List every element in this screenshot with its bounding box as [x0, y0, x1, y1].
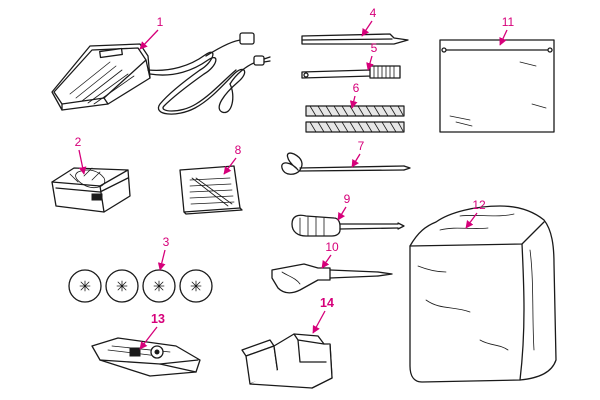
- callout-7-label: 7: [358, 139, 365, 153]
- callout-8: 8: [223, 143, 242, 175]
- callout-9: 9: [337, 192, 351, 221]
- callout-11: 11: [499, 15, 515, 46]
- vinyl-bag-drawing: [439, 39, 555, 133]
- callout-6: 6: [349, 81, 360, 109]
- callout-1: 1: [139, 15, 164, 50]
- callout-6-label: 6: [353, 81, 360, 95]
- callout-4-label: 4: [370, 6, 377, 20]
- callout-10-label: 10: [325, 240, 339, 254]
- tweezers-drawing: [301, 33, 409, 45]
- callout-11-label: 11: [502, 15, 515, 29]
- spool-cap: [68, 269, 102, 303]
- trim-trap-drawing: [241, 333, 333, 389]
- accessory-case-drawing: [51, 167, 131, 213]
- callout-3-label: 3: [163, 235, 170, 249]
- callout-13: 13: [139, 312, 165, 350]
- callout-5: 5: [366, 41, 378, 71]
- screwdriver-drawing: [291, 214, 405, 237]
- callout-7: 7: [351, 139, 365, 168]
- callout-10: 10: [321, 240, 339, 269]
- callout-3: 3: [157, 235, 170, 271]
- callout-14: 14: [312, 296, 334, 334]
- large-screwdriver-drawing: [271, 263, 393, 294]
- spool-cap: [105, 269, 139, 303]
- spool-cap: [179, 269, 213, 303]
- callout-12-label: 12: [472, 198, 486, 212]
- needle-threader-drawing: [281, 152, 411, 175]
- callout-14-label: 14: [320, 296, 334, 310]
- callout-12: 12: [465, 198, 486, 229]
- callout-8-label: 8: [235, 143, 242, 157]
- cleaning-brush-drawing: [301, 65, 401, 79]
- callout-2-label: 2: [75, 135, 82, 149]
- callout-9-label: 9: [344, 192, 351, 206]
- dust-cover-drawing: [409, 205, 557, 383]
- foot-controller-drawing: [51, 32, 271, 115]
- callout-1-label: 1: [157, 15, 164, 29]
- callout-4: 4: [361, 6, 377, 37]
- spool-cap: [142, 269, 176, 303]
- callout-13-label: 13: [151, 312, 165, 326]
- callout-2: 2: [75, 135, 87, 175]
- spool-caps-drawing: [68, 269, 213, 303]
- needle-set-drawing: [179, 165, 243, 215]
- callout-5-label: 5: [371, 41, 378, 55]
- thread-nets-drawing: [305, 105, 405, 133]
- presser-foot-drawing: [91, 337, 201, 377]
